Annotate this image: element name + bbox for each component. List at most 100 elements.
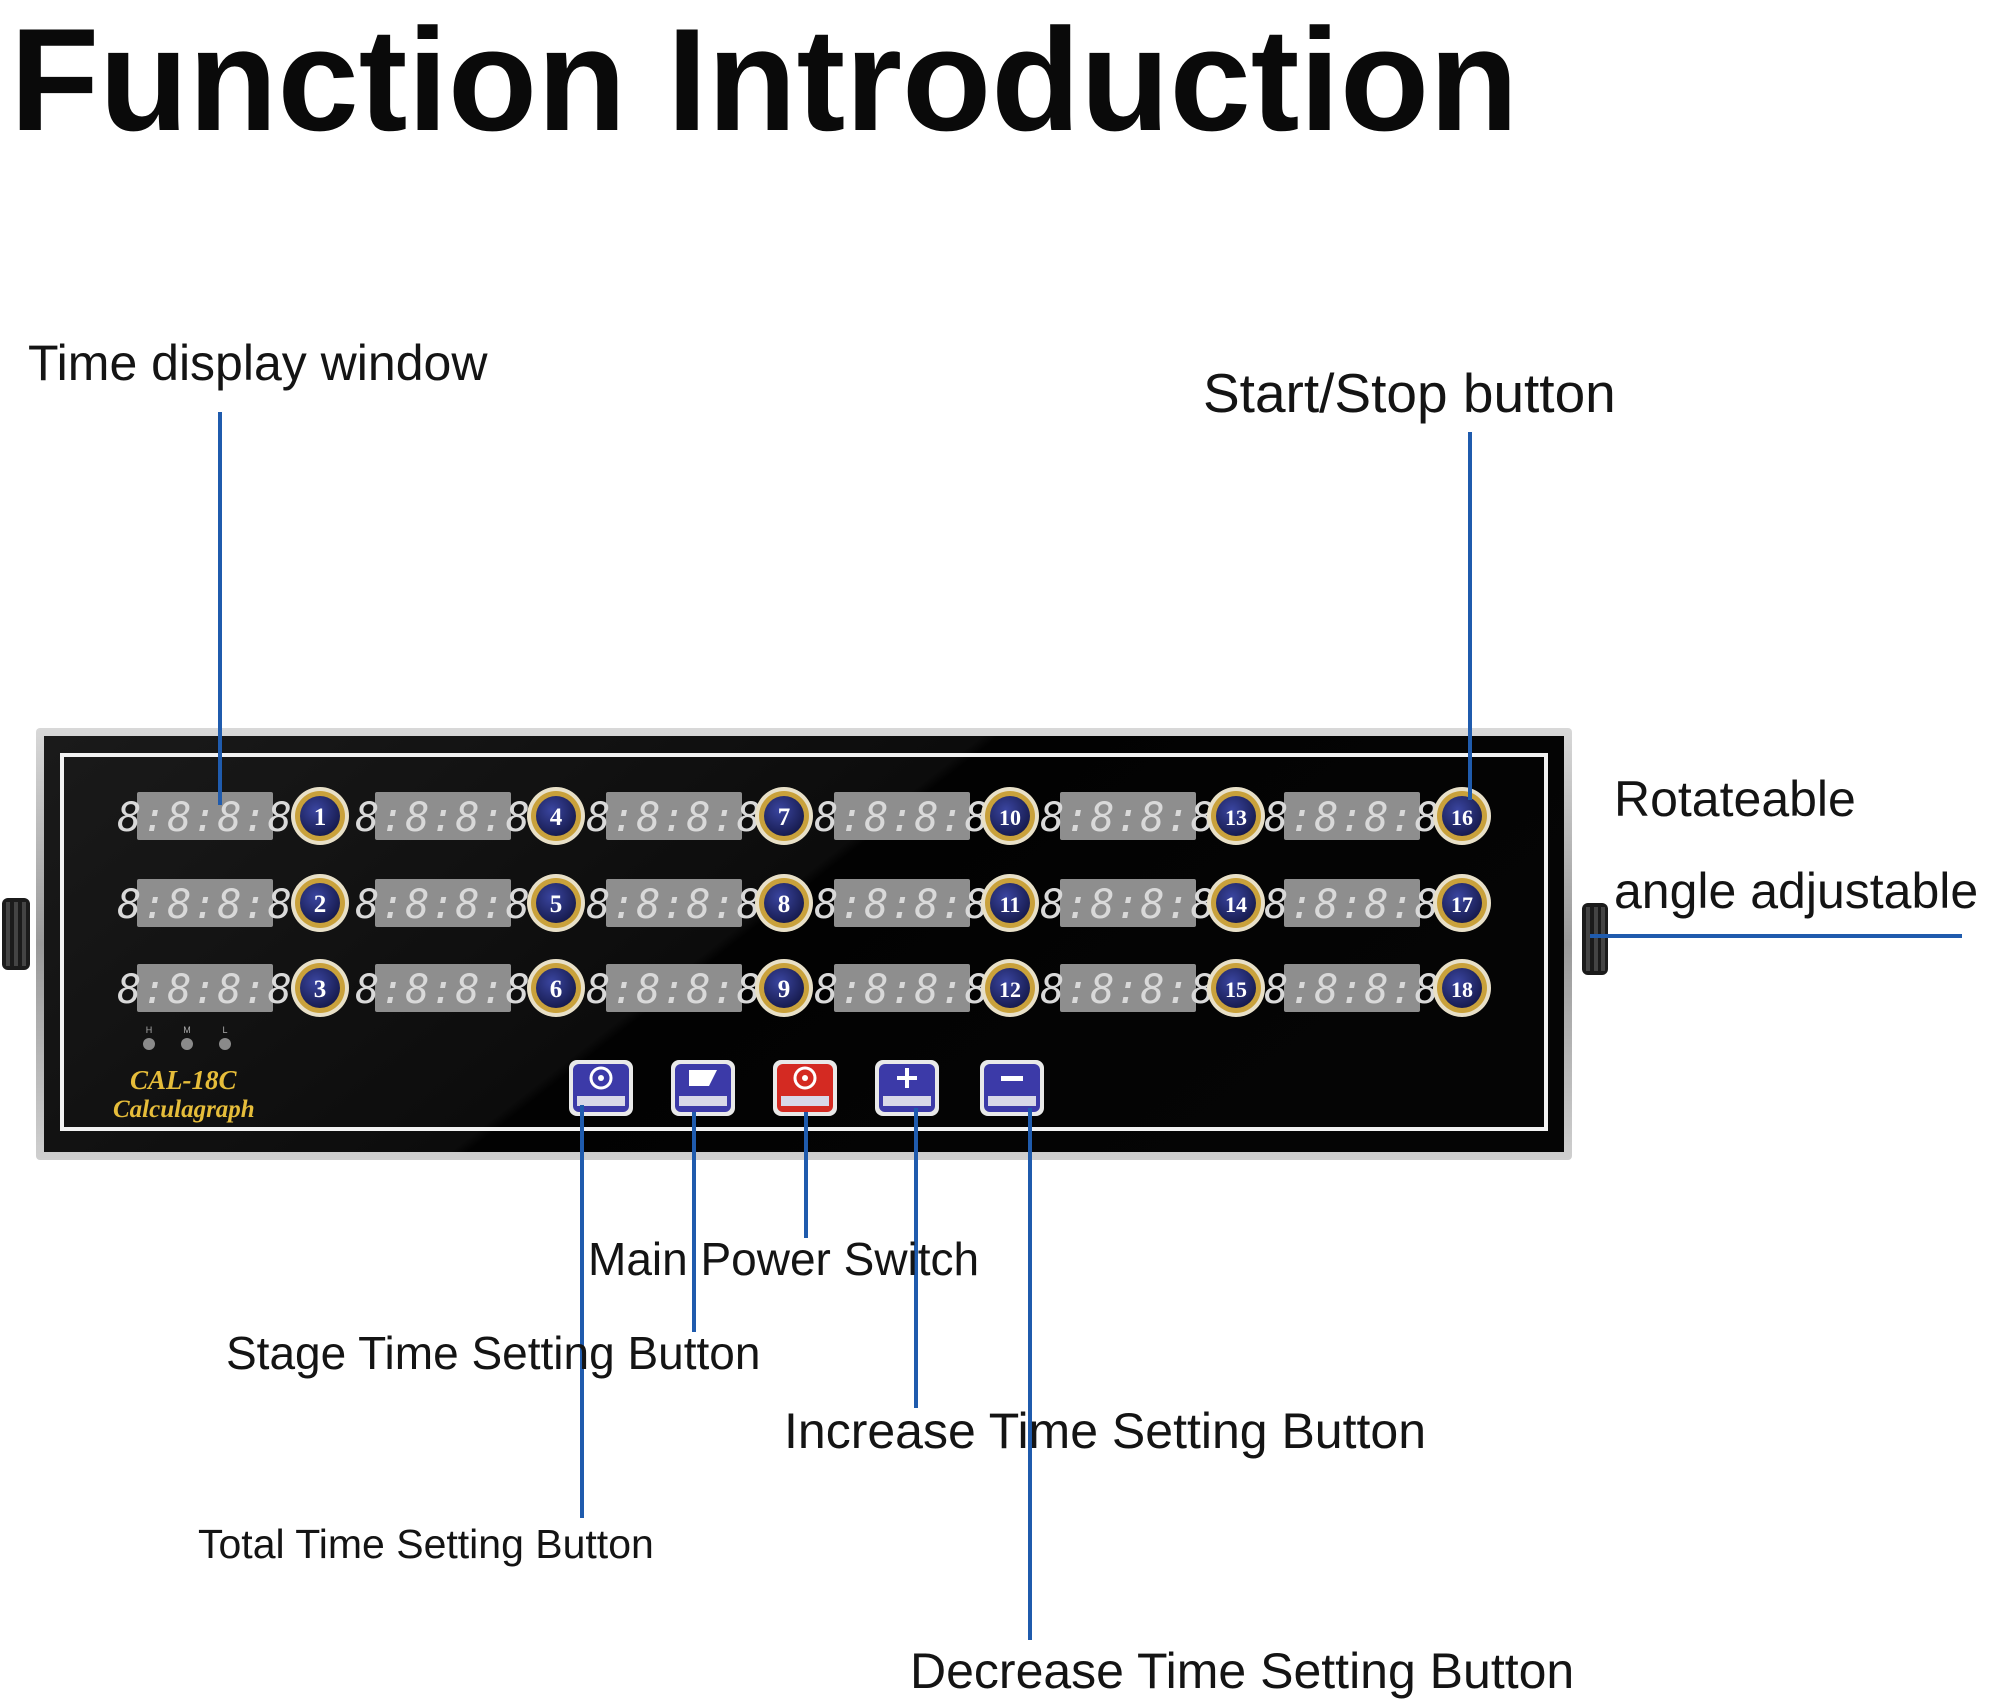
label-rotateable: Rotateable	[1614, 771, 1856, 827]
total-time-setting-button[interactable]	[569, 1060, 633, 1116]
svg-text:8: 8	[778, 891, 791, 918]
minus-icon	[1001, 1076, 1023, 1081]
svg-text:9: 9	[778, 976, 791, 1003]
model-label: CAL-18C	[130, 1065, 238, 1095]
stage-time-setting-button[interactable]	[671, 1060, 735, 1116]
start-stop-button-9[interactable]: 9	[755, 959, 813, 1017]
svg-text:2: 2	[314, 891, 327, 918]
brand-label: Calculagraph	[113, 1096, 255, 1123]
svg-text:8:8:8:8: 8:8:8:8	[1264, 882, 1440, 928]
control-button-row[interactable]	[569, 1060, 1044, 1116]
svg-text:8:8:8:8: 8:8:8:8	[1040, 882, 1216, 928]
svg-text:8:8:8:8: 8:8:8:8	[814, 795, 990, 841]
svg-text:4: 4	[550, 804, 563, 831]
svg-text:8:8:8:8: 8:8:8:8	[355, 882, 531, 928]
svg-text:8:8:8:8: 8:8:8:8	[1264, 967, 1440, 1013]
svg-text:7: 7	[778, 804, 791, 831]
start-stop-button-14[interactable]: 14	[1207, 874, 1265, 932]
start-stop-button-17[interactable]: 17	[1433, 874, 1491, 932]
svg-text:11: 11	[1000, 892, 1021, 917]
svg-text:17: 17	[1451, 892, 1473, 917]
start-stop-button-11[interactable]: 11	[981, 874, 1039, 932]
svg-text:8:8:8:8: 8:8:8:8	[355, 795, 531, 841]
time-display-window: 8:8:8:8	[1264, 964, 1440, 1013]
start-stop-button-6[interactable]: 6	[527, 959, 585, 1017]
label-increase-time-setting: Increase Time Setting Button	[784, 1403, 1427, 1459]
start-stop-button-13[interactable]: 13	[1207, 787, 1265, 845]
svg-text:8:8:8:8: 8:8:8:8	[814, 882, 990, 928]
start-stop-button-4[interactable]: 4	[527, 787, 585, 845]
time-display-window: 8:8:8:8	[117, 964, 293, 1013]
time-display-window: 8:8:8:8	[814, 879, 990, 928]
time-display-window: 8:8:8:8	[355, 964, 531, 1013]
label-angle-adjustable: angle adjustable	[1614, 863, 1979, 919]
decrease-time-button[interactable]	[980, 1060, 1044, 1116]
start-stop-button-8[interactable]: 8	[755, 874, 813, 932]
svg-text:8:8:8:8: 8:8:8:8	[355, 967, 531, 1013]
time-display-window: 8:8:8:8	[814, 792, 990, 841]
svg-text:8:8:8:8: 8:8:8:8	[117, 967, 293, 1013]
indicator-led-l: L	[219, 1025, 231, 1050]
power-icon	[793, 1066, 817, 1090]
svg-text:8:8:8:8: 8:8:8:8	[1040, 967, 1216, 1013]
time-display-window: 8:8:8:8	[1264, 879, 1440, 928]
start-stop-button-7[interactable]: 7	[755, 787, 813, 845]
time-display-window: 8:8:8:8	[117, 879, 293, 928]
svg-text:12: 12	[999, 977, 1021, 1002]
svg-text:H: H	[146, 1025, 153, 1035]
start-stop-button-2[interactable]: 2	[291, 874, 349, 932]
svg-text:8:8:8:8: 8:8:8:8	[1264, 795, 1440, 841]
svg-text:8:8:8:8: 8:8:8:8	[1040, 795, 1216, 841]
time-display-window: 8:8:8:8	[1040, 792, 1216, 841]
increase-time-button[interactable]	[875, 1060, 939, 1116]
svg-text:8:8:8:8: 8:8:8:8	[586, 882, 762, 928]
stage-icon	[689, 1070, 717, 1086]
time-display-grid: 8:8:8:8 8:8:8:8 8:8:8:8 8:8:8:8 8:8:8:8 8:8:8…	[117, 792, 1440, 1013]
time-display-window: 8:8:8:8	[586, 879, 762, 928]
start-stop-button-18[interactable]: 18	[1433, 959, 1491, 1017]
svg-text:13: 13	[1225, 805, 1247, 830]
start-stop-button-15[interactable]: 15	[1207, 959, 1265, 1017]
plus-icon	[897, 1068, 917, 1088]
svg-text:16: 16	[1451, 805, 1473, 830]
label-stage-time-setting: Stage Time Setting Button	[226, 1327, 761, 1379]
label-main-power-switch: Main Power Switch	[588, 1233, 980, 1285]
label-decrease-time-setting: Decrease Time Setting Button	[910, 1643, 1575, 1699]
svg-text:8:8:8:8: 8:8:8:8	[586, 967, 762, 1013]
svg-text:15: 15	[1225, 977, 1247, 1002]
svg-text:5: 5	[550, 891, 563, 918]
svg-text:M: M	[183, 1025, 191, 1035]
svg-text:6: 6	[550, 976, 563, 1003]
time-display-window: 8:8:8:8	[586, 964, 762, 1013]
left-knob[interactable]	[2, 898, 30, 970]
svg-text:18: 18	[1451, 977, 1473, 1002]
svg-text:8:8:8:8: 8:8:8:8	[117, 795, 293, 841]
svg-text:L: L	[222, 1025, 227, 1035]
indicator-led-m: M	[181, 1025, 193, 1050]
svg-text:10: 10	[999, 805, 1021, 830]
time-display-window: 8:8:8:8	[117, 792, 293, 841]
svg-text:8:8:8:8: 8:8:8:8	[814, 967, 990, 1013]
svg-text:8:8:8:8: 8:8:8:8	[586, 795, 762, 841]
svg-text:8:8:8:8: 8:8:8:8	[117, 882, 293, 928]
start-stop-button-10[interactable]: 10	[981, 787, 1039, 845]
time-display-window: 8:8:8:8	[355, 792, 531, 841]
indicator-led-h: H	[143, 1025, 155, 1050]
svg-text:14: 14	[1225, 892, 1247, 917]
time-display-window: 8:8:8:8	[1040, 964, 1216, 1013]
start-stop-button-3[interactable]: 3	[291, 959, 349, 1017]
main-power-switch[interactable]	[773, 1060, 837, 1116]
label-total-time-setting: Total Time Setting Button	[198, 1521, 654, 1567]
start-stop-button-5[interactable]: 5	[527, 874, 585, 932]
start-stop-button-1[interactable]: 1	[291, 787, 349, 845]
clock-icon	[589, 1066, 613, 1090]
right-knob[interactable]	[1582, 903, 1608, 975]
label-start-stop-button: Start/Stop button	[1203, 362, 1616, 424]
start-stop-button-16[interactable]: 16	[1433, 787, 1491, 845]
time-display-window: 8:8:8:8	[1040, 879, 1216, 928]
time-display-window: 8:8:8:8	[1264, 792, 1440, 841]
page-title: Function Introduction	[10, 0, 1519, 161]
time-display-window: 8:8:8:8	[355, 879, 531, 928]
start-stop-button-12[interactable]: 12	[981, 959, 1039, 1017]
